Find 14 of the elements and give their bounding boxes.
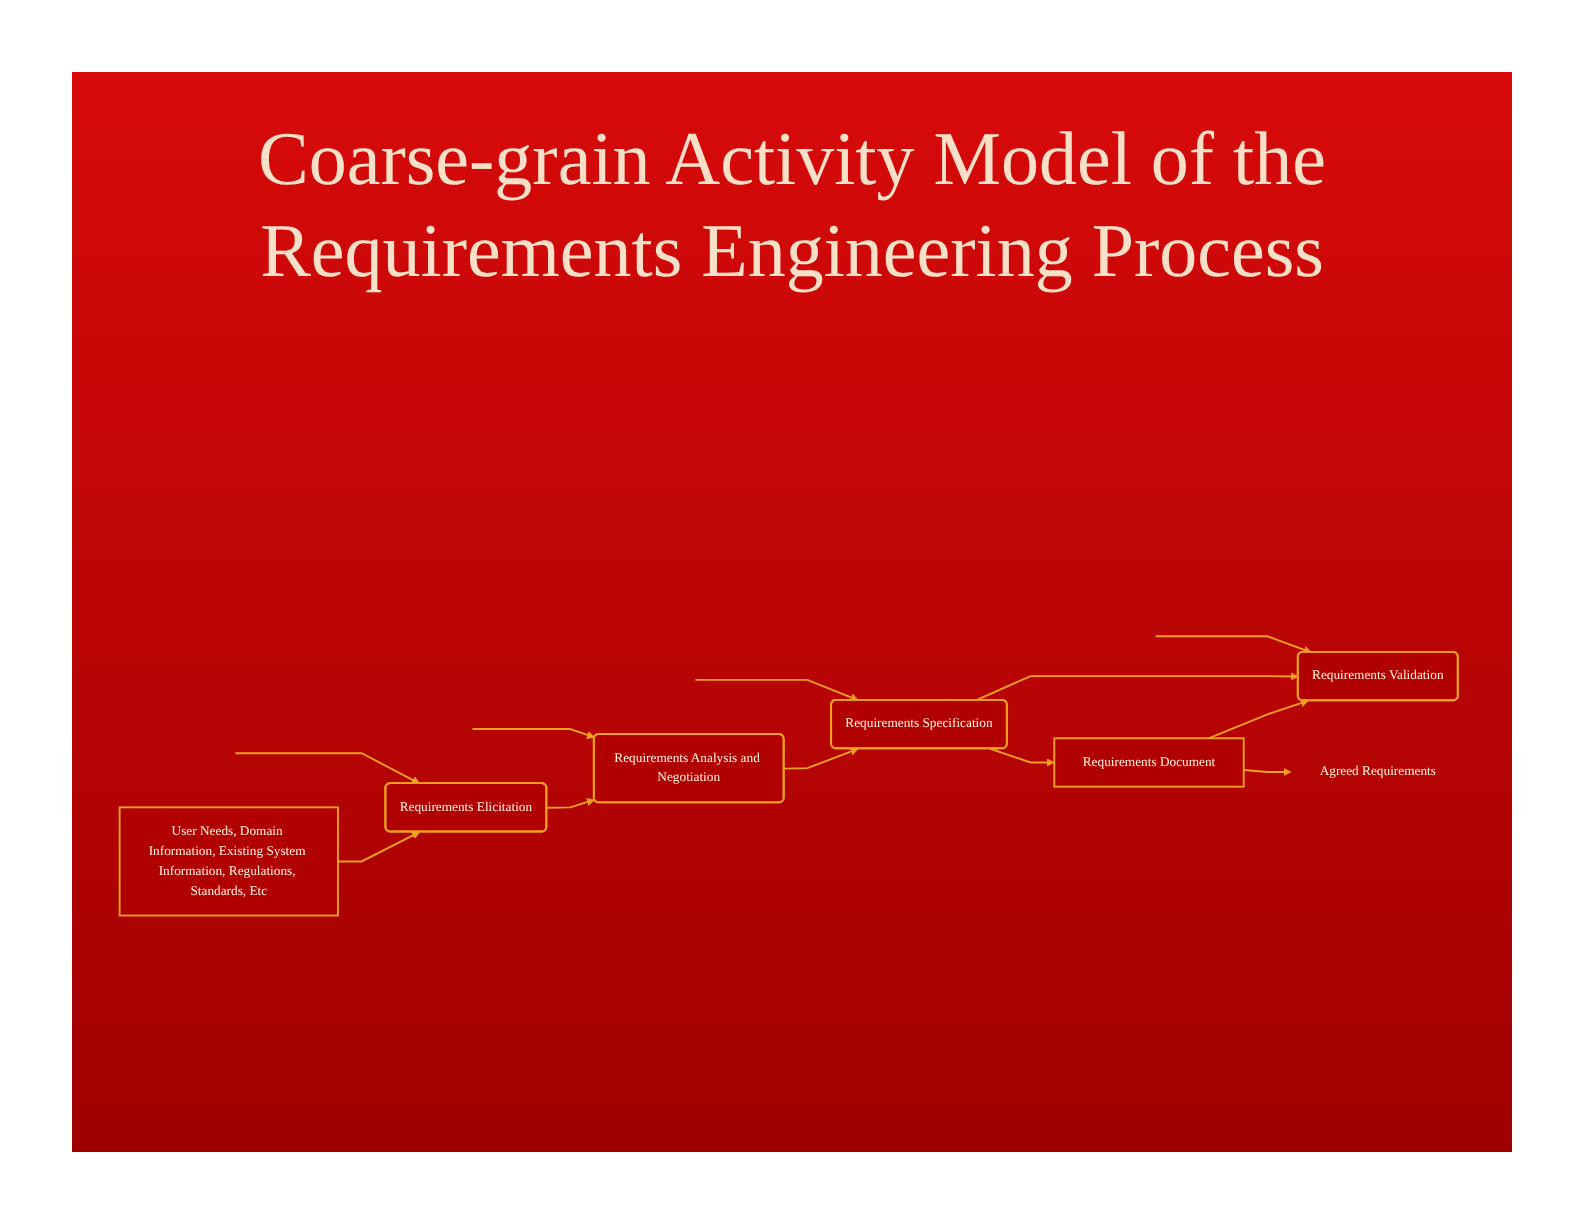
arrow <box>1207 698 1309 739</box>
arrow <box>1154 634 1312 654</box>
arrow <box>337 831 421 862</box>
arrow <box>545 797 595 809</box>
arrow <box>974 671 1299 701</box>
arrow <box>783 746 859 770</box>
title: Coarse-grain Activity Model of the Requirements Engineering Process <box>256 116 1328 298</box>
node-box <box>118 805 339 916</box>
arrow <box>234 751 421 784</box>
arrow <box>694 678 859 701</box>
arrow <box>988 747 1055 767</box>
arrow <box>471 727 595 739</box>
arrow <box>1242 767 1292 776</box>
node-box <box>1053 736 1245 788</box>
